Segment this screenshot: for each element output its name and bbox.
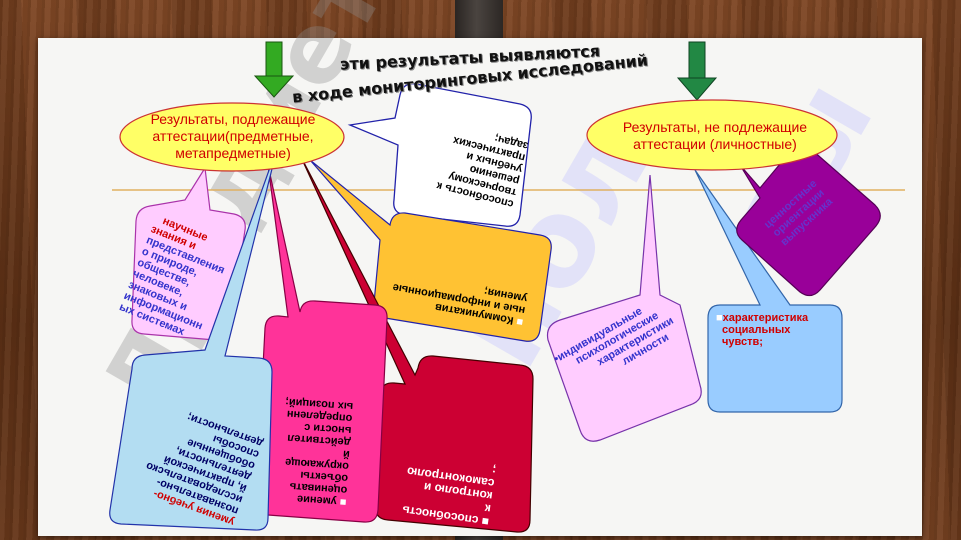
bubble-social-text: ■характеристика социальных чувств; — [716, 312, 836, 348]
arrow-down-right-icon — [676, 41, 718, 101]
callout-knowledge — [131, 166, 246, 341]
social-line-3: чувств; — [722, 336, 763, 348]
oval-left — [119, 102, 345, 172]
callout-social — [694, 169, 843, 413]
oval-right-text: Результаты, не подлежащие аттестации (ли… — [622, 119, 808, 152]
square-bullet-icon: ■ — [716, 312, 723, 324]
oval-right — [586, 99, 838, 171]
bubble-control-text: ■ способность к контролю и самоконтролю … — [401, 451, 497, 529]
oval-left-text: Результаты, подлежащие аттестации(предме… — [150, 111, 316, 161]
social-text-1: характеристика — [722, 312, 809, 324]
callout-creative — [347, 83, 532, 227]
bubble-evaluate-text: ■ умение оценивать объекты окружающе й д… — [278, 396, 354, 508]
callout-individual — [546, 174, 702, 442]
callout-evaluate — [255, 164, 388, 523]
social-line-2: социальных — [722, 324, 791, 336]
callout-learning — [109, 144, 279, 531]
square-bullet-icon: ■ — [339, 495, 347, 508]
arrow-down-left-icon — [253, 41, 295, 98]
heading: эти результаты выявляются в ходе монитор… — [290, 41, 650, 106]
social-line-1: ■характеристика — [716, 312, 836, 324]
